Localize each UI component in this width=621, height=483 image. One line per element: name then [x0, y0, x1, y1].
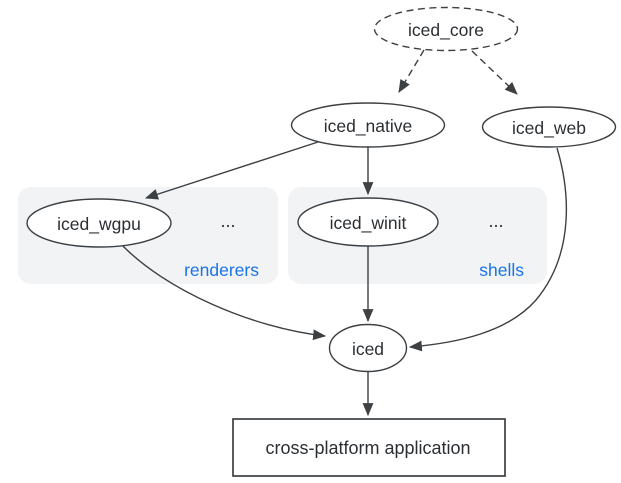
node-iced-core-ellipse: [373, 6, 519, 52]
node-application: cross-platform application: [232, 418, 506, 477]
edge-iced-native-to-iced-wgpu: [144, 141, 319, 200]
renderers-ellipsis: ...: [220, 211, 235, 231]
node-iced-native-ellipse: [290, 102, 446, 148]
node-iced-wgpu-ellipse: [26, 198, 172, 248]
node-iced-wgpu: iced_wgpu: [26, 198, 172, 248]
node-iced-label: iced: [352, 339, 384, 359]
node-iced-native: iced_native: [290, 102, 446, 148]
node-iced-web-ellipse: [481, 106, 617, 148]
node-iced-ellipse: [328, 323, 408, 373]
node-iced-winit: iced_winit: [297, 197, 439, 247]
node-iced-core-label: iced_core: [408, 20, 484, 41]
node-iced-native-label: iced_native: [324, 116, 413, 137]
node-iced-web: iced_web: [481, 106, 617, 148]
shells-ellipsis: ...: [488, 211, 503, 231]
node-application-label: cross-platform application: [265, 438, 470, 458]
node-iced-core: iced_core: [373, 6, 519, 52]
edge-iced-core-to-iced-native: [398, 49, 425, 93]
node-iced-winit-label: iced_winit: [330, 213, 407, 234]
node-application-rect: [232, 418, 506, 477]
node-iced: iced: [328, 323, 408, 373]
node-iced-wgpu-label: iced_wgpu: [57, 214, 141, 235]
edge-iced-wgpu-to-iced: [120, 243, 327, 341]
node-iced-web-label: iced_web: [512, 118, 586, 139]
group-label-renderers: renderers: [184, 260, 259, 280]
edge-iced-core-to-iced-web: [471, 50, 518, 95]
edge-iced-web-to-iced: [408, 147, 567, 352]
node-iced-winit-ellipse: [297, 197, 439, 247]
group-label-shells: shells: [479, 260, 524, 280]
